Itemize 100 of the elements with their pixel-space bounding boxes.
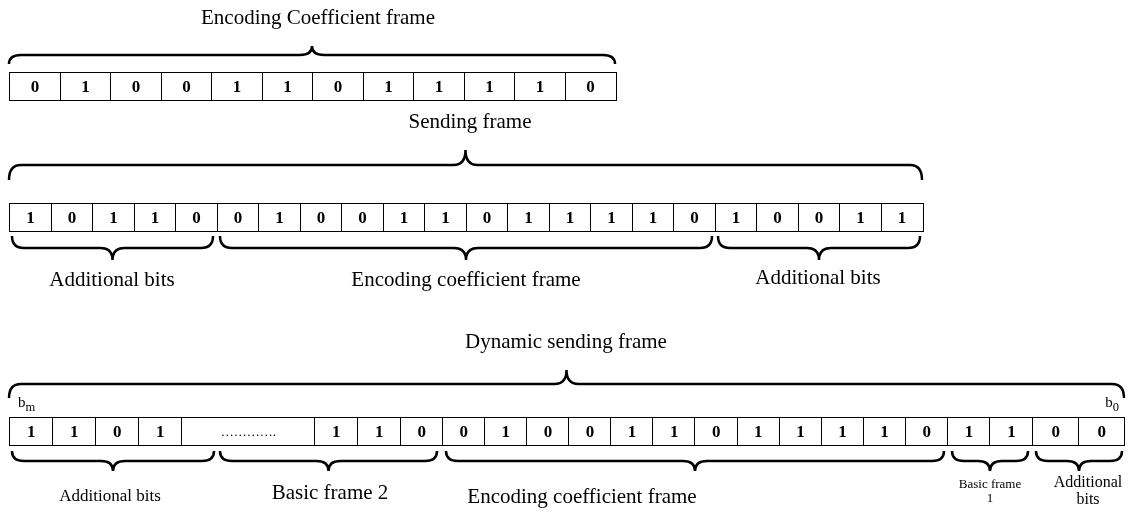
bit-cell xyxy=(463,72,516,101)
bit-value: 1 xyxy=(283,76,292,97)
bit-cell xyxy=(95,417,140,446)
bit-value: 1 xyxy=(856,207,865,228)
bit-value: 1 xyxy=(897,207,907,228)
bit-cell xyxy=(312,72,364,101)
bit-value: 1 xyxy=(275,207,284,228)
bit-value: 0 xyxy=(417,421,426,442)
bit-value: 1 xyxy=(754,421,763,442)
bit-cell xyxy=(590,203,633,232)
bit-value: 0 xyxy=(773,207,782,228)
bit-cell xyxy=(110,72,162,101)
bit-cell xyxy=(548,203,592,232)
bit-value: 0 xyxy=(67,207,77,228)
bit-cell xyxy=(1077,417,1126,446)
bit-cell xyxy=(357,417,402,446)
bit-cell xyxy=(714,203,758,232)
brace-label: Additional bits xyxy=(754,266,882,289)
bit-value: 1 xyxy=(332,421,341,442)
bit-cell xyxy=(258,203,301,232)
bit-value: 0 xyxy=(333,76,343,97)
bit-cell xyxy=(862,417,907,446)
bit-value: 1 xyxy=(565,207,575,228)
bit-cell xyxy=(514,72,566,101)
bit-value: 0 xyxy=(586,76,595,97)
bit-cell xyxy=(413,72,465,101)
brace-label: Encoding coefficient frame xyxy=(350,268,582,291)
bit-cell xyxy=(50,203,94,232)
bit-value: 0 xyxy=(233,207,243,228)
bit-cell xyxy=(673,203,716,232)
bit-value: 1 xyxy=(731,207,741,228)
bit-cell xyxy=(382,203,426,232)
bit-value: 1 xyxy=(26,207,35,228)
bit-cell xyxy=(362,72,415,101)
brace-label: Dynamic sending frame xyxy=(464,330,668,353)
bit-cell xyxy=(216,203,260,232)
brace-label: Encoding coefficient frame xyxy=(466,485,698,508)
bit-value: 1 xyxy=(648,207,658,228)
bit-value: 0 xyxy=(316,207,326,228)
bit-cell xyxy=(400,417,444,446)
bit-value: 1 xyxy=(434,76,444,97)
bit-value: 0 xyxy=(814,207,824,228)
bit-value: 1 xyxy=(399,207,409,228)
bit-value: 1 xyxy=(1007,421,1016,442)
bit-value: 1 xyxy=(524,207,533,228)
bit-cell xyxy=(59,72,112,101)
bit-value: 1 xyxy=(838,421,847,442)
bit-cell xyxy=(9,417,54,446)
bit-value: 1 xyxy=(375,421,384,442)
bit-cell xyxy=(904,417,949,446)
bit-cell xyxy=(9,203,52,232)
bit-cell xyxy=(52,417,97,446)
brace-label: Basic frame 1 xyxy=(957,477,1023,505)
bit-cell xyxy=(736,417,781,446)
bit-value: 1 xyxy=(27,421,36,442)
bit-value: 1 xyxy=(384,76,393,97)
bit-cell xyxy=(839,203,882,232)
bit-value: 0 xyxy=(182,76,191,97)
bit-cell xyxy=(880,203,924,232)
bit-cell xyxy=(568,417,612,446)
bit-value: 1 xyxy=(70,421,79,442)
bit-value: 1 xyxy=(81,76,90,97)
bit-cell xyxy=(989,417,1034,446)
brace-label: Encoding Coefficient frame xyxy=(200,6,436,29)
bit-value: 1 xyxy=(669,421,679,442)
bit-cell xyxy=(631,203,675,232)
bit-value: 1 xyxy=(232,76,242,97)
bit-value: 1 xyxy=(150,207,160,228)
bit-value: 0 xyxy=(1051,421,1060,442)
bit-value: 1 xyxy=(535,76,545,97)
bit-cell xyxy=(946,417,991,446)
bit-value: 0 xyxy=(482,207,492,228)
bit-cell xyxy=(314,417,359,446)
bit-cell xyxy=(9,72,61,101)
bit-value: 1 xyxy=(880,421,889,442)
brace-label: Sending frame xyxy=(407,110,533,133)
bit-cell xyxy=(133,203,177,232)
bit-value: 0 xyxy=(1097,421,1106,442)
bit-cell xyxy=(424,203,467,232)
bit-value: …………. xyxy=(220,423,276,440)
bit-index-label: b$_{0}$ xyxy=(1105,395,1119,415)
bit-cell xyxy=(652,417,696,446)
bit-cell xyxy=(797,203,841,232)
bit-value: 0 xyxy=(712,421,721,442)
bit-value: 0 xyxy=(922,421,931,442)
bit-value: 1 xyxy=(964,421,974,442)
bit-cell xyxy=(1031,417,1080,446)
bit-value: 1 xyxy=(156,421,165,442)
bit-cell xyxy=(299,203,343,232)
bit-cell xyxy=(92,203,135,232)
bit-value: 1 xyxy=(627,421,637,442)
bit-value: 1 xyxy=(441,207,450,228)
bit-cell xyxy=(261,72,314,101)
bit-value: 0 xyxy=(690,207,699,228)
bit-cell xyxy=(610,417,654,446)
bit-value: 0 xyxy=(192,207,201,228)
brace-label: Basic frame 2 xyxy=(270,481,390,504)
bit-cell xyxy=(465,203,509,232)
bit-cell xyxy=(564,72,617,101)
bit-cell xyxy=(175,203,218,232)
